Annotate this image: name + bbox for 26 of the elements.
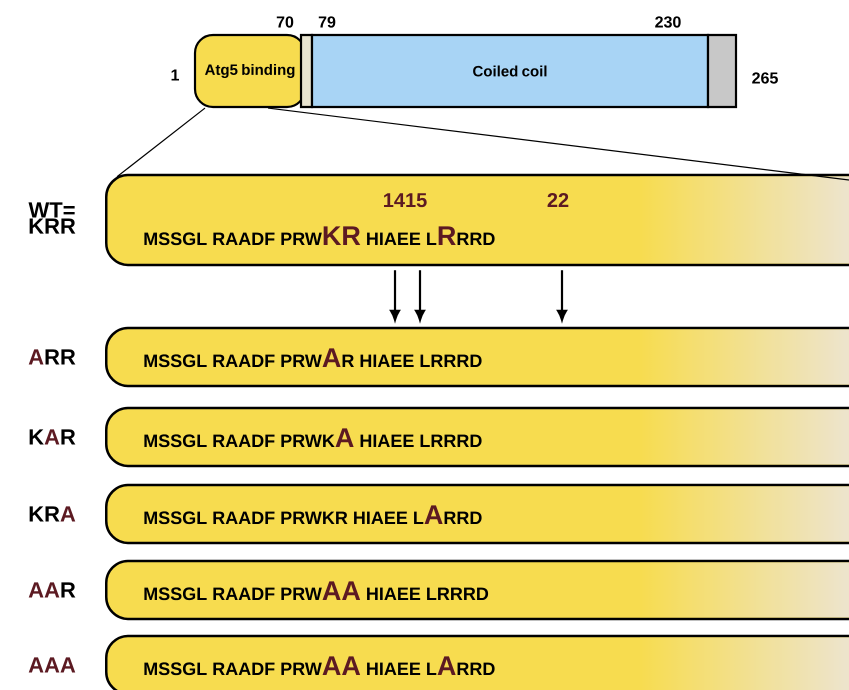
position-number: 79 xyxy=(318,16,336,28)
variant-label: WT= KRR xyxy=(28,202,76,234)
sequence-box: MSSGL RAADF PRWAR HIAEE LRRRD xyxy=(105,326,849,388)
sequence-box: MSSGL RAADF PRWAA HIAEE LARRD xyxy=(105,634,849,690)
domain-box xyxy=(706,34,738,108)
arrow xyxy=(390,270,400,321)
variant-label: KAR xyxy=(30,429,76,445)
sequence-box: MSSGL RAADF PRWKA HIAEE LRRRD xyxy=(105,406,849,468)
zoom-line xyxy=(268,108,849,181)
position-number: 1 xyxy=(172,69,179,80)
variant-label: AAR xyxy=(28,582,76,598)
domain-box: Coiled coil xyxy=(310,34,710,108)
position-number: 265 xyxy=(752,72,778,84)
variant-label: AAA xyxy=(28,657,76,673)
position-number: 70 xyxy=(276,16,294,28)
domain-box xyxy=(300,34,314,108)
variant-label: ARR xyxy=(28,349,76,365)
sequence-box: MSSGL RAADF PRWAA HIAEE LRRRD xyxy=(105,560,849,620)
zoom-line xyxy=(116,108,206,178)
domain-box: Atg5 binding xyxy=(194,34,306,108)
variant-label: KRA xyxy=(30,506,76,522)
position-number: 230 xyxy=(655,16,681,28)
sequence-box: MSSGL RAADF PRWKR HIAEE LARRD xyxy=(105,484,849,544)
arrow xyxy=(414,270,426,321)
arrow xyxy=(556,270,568,321)
sequence-box: MSSGL RAADF PRWKR HIAEE LRRRD 1415 22 xyxy=(105,174,849,266)
